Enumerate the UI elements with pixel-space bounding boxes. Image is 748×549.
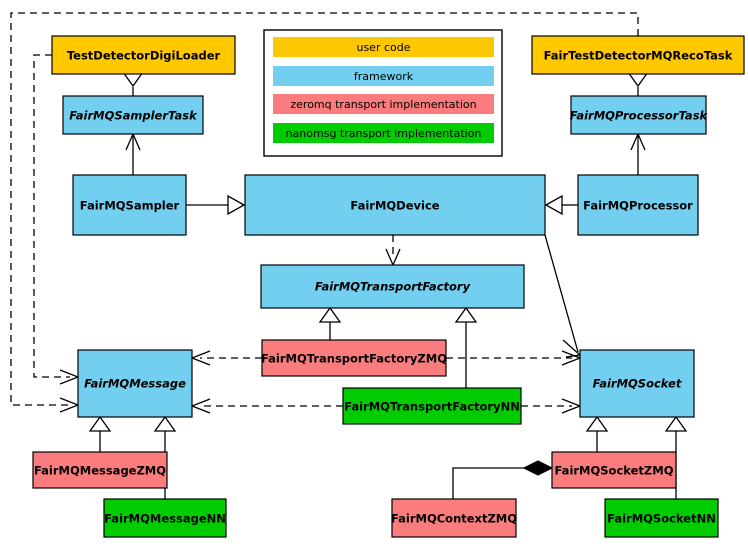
edge-device-to-socket <box>544 234 579 353</box>
arrowhead-sampler-to-device <box>227 194 246 216</box>
arrowhead-tfnn-to-transportfactory <box>454 306 478 323</box>
node-fairmq-socket-nn[interactable]: FairMQSocketNN <box>604 498 719 538</box>
legend-item-nanomsg: nanomsg transport implementation <box>273 123 494 143</box>
node-fairmq-context-zmq[interactable]: FairMQContextZMQ <box>391 498 517 538</box>
legend-swatch-user-code <box>273 37 494 57</box>
node-box-fairmq-socket[interactable] <box>579 349 695 418</box>
node-fairmq-device[interactable]: FairMQDevice <box>244 174 546 236</box>
node-box-fairmq-socket-nn[interactable] <box>604 498 719 538</box>
legend: user code framework zeromq transport imp… <box>263 29 503 157</box>
node-layer: TestDetectorDigiLoader FairMQSamplerTask… <box>32 35 745 538</box>
node-fairmq-transport-factory[interactable]: FairMQTransportFactory <box>260 264 525 309</box>
node-box-fairmq-transport-factory-zmq[interactable] <box>261 339 447 377</box>
node-fairmq-message[interactable]: FairMQMessage <box>77 349 193 418</box>
node-fairmq-transport-factory-zmq[interactable]: FairMQTransportFactoryZMQ <box>261 339 447 377</box>
node-label-fairmq-socket-zmq: FairMQSocketZMQ <box>555 464 674 478</box>
node-label-fairmq-processor-task: FairMQProcessorTask <box>570 109 709 123</box>
node-box-fairmq-device[interactable] <box>244 174 546 236</box>
node-label-fairmq-socket: FairMQSocket <box>593 377 682 391</box>
node-test-detector-digi-loader[interactable]: TestDetectorDigiLoader <box>51 35 236 75</box>
node-fairmq-message-zmq[interactable]: FairMQMessageZMQ <box>32 451 168 489</box>
node-box-fairmq-sampler[interactable] <box>72 174 187 236</box>
node-label-fairmq-socket-nn: FairMQSocketNN <box>607 512 716 526</box>
node-box-fairmq-message-nn[interactable] <box>103 498 227 538</box>
legend-swatch-nanomsg <box>273 123 494 143</box>
node-box-fairmq-message[interactable] <box>77 349 193 418</box>
node-box-fairtest-detector-mq-reco-task[interactable] <box>531 35 745 75</box>
legend-label-nanomsg: nanomsg transport implementation <box>286 127 482 140</box>
legend-item-zeromq: zeromq transport implementation <box>273 94 494 114</box>
arrowhead-tfzmq-to-transportfactory <box>318 306 342 323</box>
node-label-fairmq-message-zmq: FairMQMessageZMQ <box>34 464 166 478</box>
legend-item-user-code: user code <box>273 37 494 57</box>
arrowhead-socketnn-to-socket <box>664 415 688 432</box>
legend-label-framework: framework <box>354 70 414 83</box>
node-box-fairmq-transport-factory-nn[interactable] <box>342 387 522 425</box>
node-label-test-detector-digi-loader: TestDetectorDigiLoader <box>67 49 221 63</box>
node-label-fairtest-detector-mq-reco-task: FairTestDetectorMQRecoTask <box>544 49 733 63</box>
node-box-fairmq-context-zmq[interactable] <box>391 498 517 538</box>
legend-swatch-zeromq <box>273 94 494 114</box>
arrowhead-messagenn-to-message <box>153 415 177 432</box>
edge-layer <box>10 12 688 499</box>
node-label-fairmq-transport-factory-zmq: FairMQTransportFactoryZMQ <box>261 352 447 366</box>
arrowhead-socketzmq-to-socket <box>585 415 609 432</box>
node-label-fairmq-device: FairMQDevice <box>350 199 439 213</box>
edge-contextzmq-to-socketzmq <box>452 467 538 499</box>
legend-swatch-framework <box>273 66 494 86</box>
node-label-fairmq-transport-factory-nn: FairMQTransportFactoryNN <box>344 400 520 414</box>
node-box-fairmq-transport-factory[interactable] <box>260 264 525 309</box>
legend-label-zeromq: zeromq transport implementation <box>290 98 476 111</box>
node-label-fairmq-sampler: FairMQSampler <box>80 199 180 213</box>
node-fairmq-processor-task[interactable]: FairMQProcessorTask <box>570 95 709 135</box>
node-label-fairmq-context-zmq: FairMQContextZMQ <box>391 512 517 526</box>
node-fairmq-sampler-task[interactable]: FairMQSamplerTask <box>62 95 204 135</box>
node-fairmq-message-nn[interactable]: FairMQMessageNN <box>103 498 227 538</box>
node-label-fairmq-message: FairMQMessage <box>84 377 186 391</box>
node-label-fairmq-sampler-task: FairMQSamplerTask <box>69 109 198 123</box>
arrowhead-messagezmq-to-message <box>88 415 112 432</box>
edge-recotask-to-message <box>10 12 639 406</box>
legend-label-user-code: user code <box>356 41 410 54</box>
node-fairmq-socket[interactable]: FairMQSocket <box>579 349 695 418</box>
node-box-fairmq-socket-zmq[interactable] <box>551 451 677 489</box>
legend-item-framework: framework <box>273 66 494 86</box>
node-label-fairmq-processor: FairMQProcessor <box>583 199 693 213</box>
arrowhead-processor-to-device <box>544 194 563 216</box>
node-fairmq-sampler[interactable]: FairMQSampler <box>72 174 187 236</box>
node-box-fairmq-processor-task[interactable] <box>570 95 707 135</box>
node-fairmq-socket-zmq[interactable]: FairMQSocketZMQ <box>551 451 677 489</box>
node-box-fairmq-sampler-task[interactable] <box>62 95 204 135</box>
node-fairmq-processor[interactable]: FairMQProcessor <box>577 174 699 236</box>
node-box-test-detector-digi-loader[interactable] <box>51 35 236 75</box>
node-label-fairmq-transport-factory: FairMQTransportFactory <box>315 280 471 294</box>
node-fairmq-transport-factory-nn[interactable]: FairMQTransportFactoryNN <box>342 387 522 425</box>
arrowhead-contextzmq-to-socketzmq <box>522 460 554 476</box>
node-box-fairmq-processor[interactable] <box>577 174 699 236</box>
node-label-fairmq-message-nn: FairMQMessageNN <box>104 512 226 526</box>
node-box-fairmq-message-zmq[interactable] <box>32 451 168 489</box>
node-fairtest-detector-mq-reco-task[interactable]: FairTestDetectorMQRecoTask <box>531 35 745 75</box>
